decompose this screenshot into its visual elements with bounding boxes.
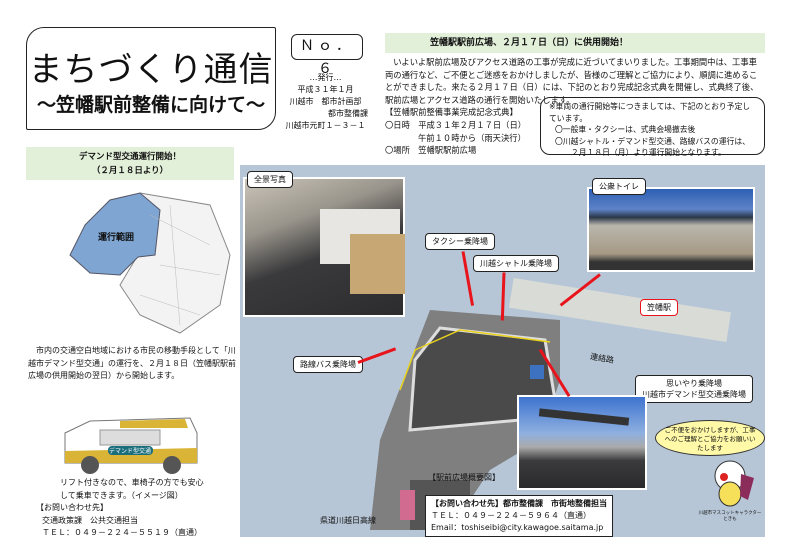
demand-bus-illustration: デマンド型交通 [64, 417, 198, 474]
diagram-caption: 【駅前広場概要図】 [428, 473, 500, 482]
article-paragraph: いよいよ駅前広場及びアクセス道路の工事が完成に近づいてまいりました。工事期間中は… [385, 57, 759, 105]
demand-contact: 【お問い合わせ先】 交通政策課 公共交通担当 ＴＥＬ：０４９－２２４－５５１９（… [36, 502, 236, 540]
issuer-info: …発行… 平成３１年１月 川越市 都市計画部 都市整備課 川越市元町１－３－１ [283, 72, 369, 132]
ceremony-place: 〇場所 笠幡駅駅前広場 [385, 145, 477, 156]
bus-stop-label: 路線バス乗降場 [293, 356, 363, 373]
newsletter-subtitle: ～笠幡駅前整備に向けて～ [36, 94, 265, 116]
bus-logo-text: デマンド型交通 [109, 447, 151, 455]
omoiyari-line: 川越市デマンド型交通乗降場 [642, 390, 746, 399]
ceremony-time: 午前１０時から（雨天決行） [418, 132, 526, 143]
plaza-contact-box: 【お問い合わせ先】都市整備課 市街地整備担当 ＴＥＬ：０４９－２２４－５９６４（… [425, 495, 613, 537]
omoiyari-stop-label: 思いやり乗降場 川越市デマンド型交通乗降場 [635, 375, 753, 403]
demand-heading-line: （２月１８日より） [91, 166, 169, 176]
ceremony-date: 〇日時 平成３１年２月１７日（日） [385, 119, 527, 130]
article-body: いよいよ駅前広場及びアクセス道路の工事が完成に近づいてまいりました。工事期間中は… [385, 56, 765, 157]
omoiyari-line: 思いやり乗降場 [666, 379, 722, 388]
mascot-caption: 川越市マスコットキャラクター ときも [698, 511, 766, 522]
station-label: 笠幡駅 [640, 299, 678, 316]
shelter-photo [517, 395, 647, 490]
article-heading: 笠幡駅駅前広場、２月１７日（日）に供用開始！ [385, 33, 765, 53]
shuttle-stop-label: 川越シャトル乗降場 [473, 255, 559, 272]
service-area-map: 運行範囲 [69, 192, 231, 334]
taxi-stop-label: タクシー乗降場 [425, 233, 495, 250]
toilet-photo [587, 187, 755, 272]
road-name-label: 県道川越日高線 [320, 516, 376, 525]
speech-bubble: ご不便をおかけしますが、工事へのご理解とご協力をお願いいたします [655, 420, 765, 456]
mascot-tokimo-icon [714, 460, 754, 507]
contact-dept: 交通政策課 公共交通担当 [42, 515, 138, 525]
overview-photo-label: 全景写真 [247, 171, 293, 188]
demand-body: 市内の交通空白地域における市民の移動手段として「川越市デマンド型交通」の運行を、… [28, 346, 236, 380]
contact-tel: ＴＥＬ：０４９－２２４－５５１９（直通） [42, 528, 202, 537]
issuer-line: 川越市 都市計画部 [289, 97, 362, 106]
contact-tel: ＴＥＬ：０４９－２２４－５９６４（直通） [431, 511, 591, 520]
demand-heading-line: デマンド型交通運行開始！ [78, 152, 181, 162]
toilet-label: 公衆トイレ [592, 178, 646, 195]
notice-line: ２月１８日（月）より運行開始となります。 [571, 148, 726, 157]
contact-email[interactable]: Email：toshiseibi@city.kawagoe.saitama.jp [431, 523, 604, 532]
notice-line: 〇一般車・タクシーは、式典会場撤去後 [555, 125, 696, 134]
newsletter-title-box: まちづくり通信 ～笠幡駅前整備に向けて～ [26, 27, 276, 130]
notice-box: ※車両の通行開始等につきましては、下記のとおり予定しています。 〇一般車・タクシ… [540, 97, 765, 157]
issuer-line: …発行… [309, 73, 342, 82]
overview-photo [243, 177, 405, 317]
newsletter-title: まちづくり通信 [28, 50, 274, 90]
station-plaza-diagram: 全景写真 公衆トイレ タクシー乗降場 川越シャトル乗降場 笠幡駅 路線バス乗降場… [240, 165, 766, 537]
notice-line: 〇川越シャトル・デマンド型交通、路線バスの運行は、 [555, 136, 750, 146]
issuer-line: 都市整備課 [328, 109, 368, 118]
ceremony-title: 【笠幡駅前整備事業完成記念式典】 [385, 107, 518, 118]
notice-line: ※車両の通行開始等につきましては、下記のとおり予定しています。 [549, 102, 751, 123]
issue-number: Ｎｏ．６ [291, 34, 363, 77]
contact-title: 【お問い合わせ先】都市整備課 市街地整備担当 [431, 499, 607, 508]
contact-title: 【お問い合わせ先】 [36, 503, 108, 512]
bus-caption: リフト付きなので、車椅子の方でも安心して乗車できます。（イメージ図） [60, 478, 204, 500]
issuer-line: 川越市元町１－３－１ [285, 121, 366, 130]
issuer-line: 平成３１年１月 [297, 85, 354, 94]
map-area-label: 運行範囲 [98, 231, 134, 243]
demand-heading: デマンド型交通運行開始！ （２月１８日より） [26, 147, 234, 180]
